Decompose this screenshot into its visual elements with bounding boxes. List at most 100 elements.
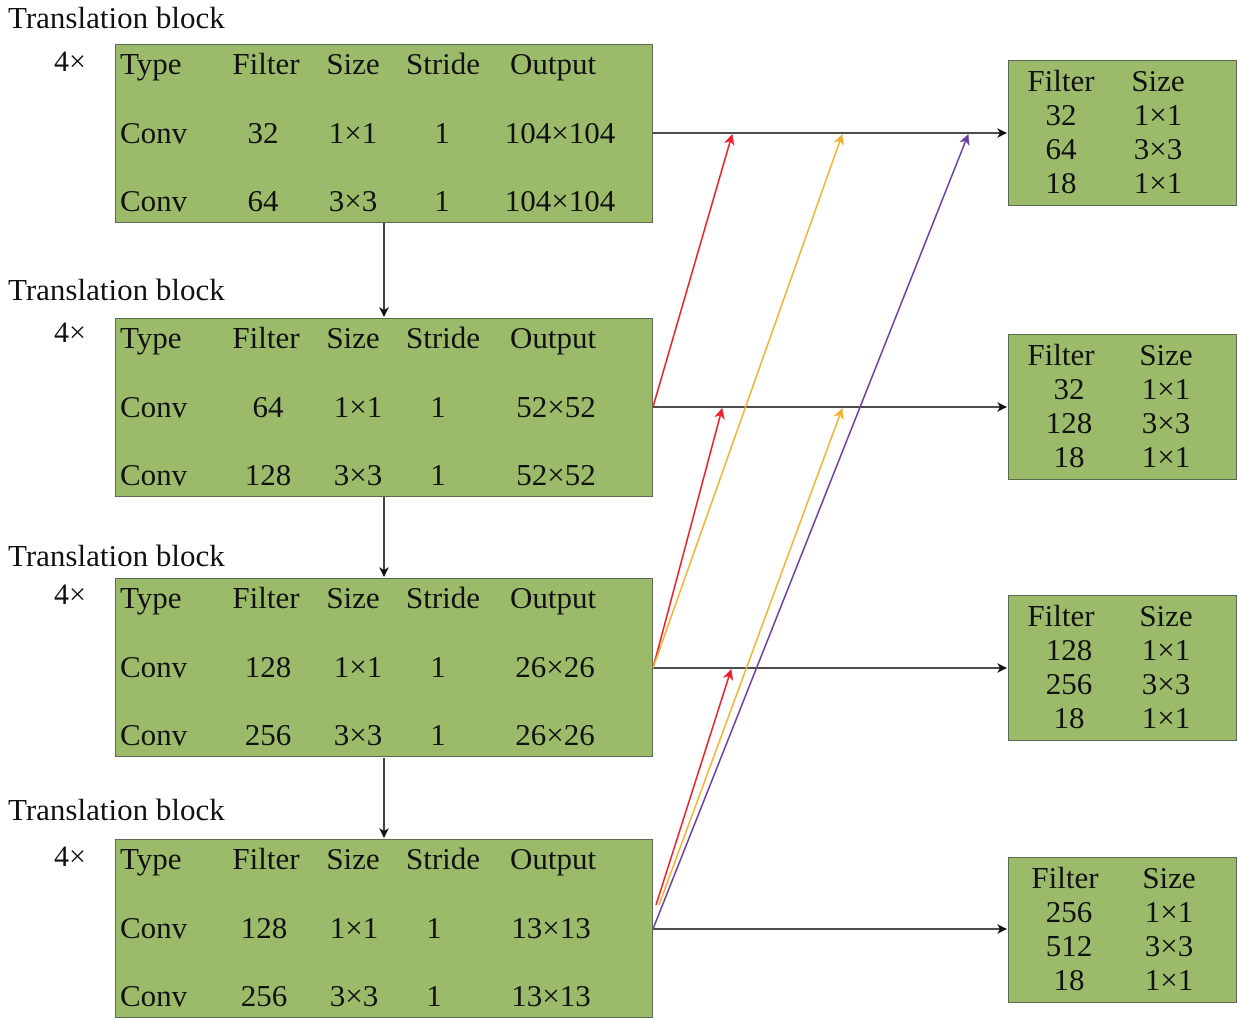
header-filter: Filter xyxy=(232,580,300,615)
row1-stride: 1 xyxy=(434,115,450,150)
row2-stride: 1 xyxy=(426,978,442,1013)
yellow-arrow-4-to-2 xyxy=(658,407,844,906)
purple-arrow-4-to-1 xyxy=(652,133,970,930)
block-4-repeat: 4× xyxy=(54,840,86,873)
row2-size: 3×3 xyxy=(333,717,383,752)
head-header-filter: Filter xyxy=(1027,598,1095,633)
head-row1-size: 1×1 xyxy=(1144,894,1194,929)
head-row2-size: 3×3 xyxy=(1144,928,1194,963)
header-output: Output xyxy=(509,46,597,81)
row2-size: 3×3 xyxy=(329,978,379,1013)
head-header-size: Size xyxy=(1139,337,1193,372)
row2-size: 3×3 xyxy=(328,183,378,218)
head-row2-filter: 128 xyxy=(1045,405,1093,440)
header-stride: Stride xyxy=(405,580,481,615)
block-3-repeat: 4× xyxy=(54,578,86,611)
header-filter: Filter xyxy=(232,46,300,81)
red-arrow-4-to-3 xyxy=(655,668,734,906)
row1-output: 104×104 xyxy=(504,115,616,150)
head-row2-filter: 64 xyxy=(1045,131,1077,166)
row1-filter: 64 xyxy=(252,389,284,424)
translation-block-1: Type Filter Size Stride Output Conv 32 1… xyxy=(115,44,653,223)
red-arrow-2-to-1 xyxy=(652,133,735,408)
row1-size: 1×1 xyxy=(333,649,383,684)
head-row3-size: 1×1 xyxy=(1141,439,1191,474)
red-arrow-3-to-2 xyxy=(652,407,725,669)
header-type: Type xyxy=(120,46,182,81)
block-1-repeat: 4× xyxy=(54,45,86,78)
translation-block-4: Type Filter Size Stride Output Conv 128 … xyxy=(115,839,653,1018)
row1-stride: 1 xyxy=(426,910,442,945)
header-stride: Stride xyxy=(405,320,481,355)
row1-type: Conv xyxy=(120,910,188,945)
head-header-filter: Filter xyxy=(1027,337,1095,372)
head-row2-size: 3×3 xyxy=(1141,405,1191,440)
row2-stride: 1 xyxy=(430,457,446,492)
row2-type: Conv xyxy=(120,978,188,1013)
row2-output: 104×104 xyxy=(504,183,616,218)
header-filter: Filter xyxy=(232,841,300,876)
row2-output: 26×26 xyxy=(515,717,595,752)
row2-stride: 1 xyxy=(434,183,450,218)
row2-filter: 128 xyxy=(244,457,292,492)
row2-output: 13×13 xyxy=(511,978,591,1013)
row2-type: Conv xyxy=(120,717,188,752)
detection-head-4: Filter Size 256 1×1 512 3×3 18 1×1 xyxy=(1008,857,1237,1003)
head-row1-filter: 32 xyxy=(1053,371,1085,406)
row1-output: 26×26 xyxy=(515,649,595,684)
detection-head-2: Filter Size 32 1×1 128 3×3 18 1×1 xyxy=(1008,334,1237,480)
header-output: Output xyxy=(509,580,597,615)
row2-output: 52×52 xyxy=(516,457,596,492)
row1-filter: 128 xyxy=(240,910,288,945)
head-row3-size: 1×1 xyxy=(1133,165,1183,200)
row1-filter: 32 xyxy=(247,115,279,150)
head-row3-size: 1×1 xyxy=(1144,962,1194,997)
head-row3-filter: 18 xyxy=(1053,700,1085,735)
head-header-filter: Filter xyxy=(1031,860,1099,895)
row1-filter: 128 xyxy=(244,649,292,684)
head-header-size: Size xyxy=(1139,598,1193,633)
block-4-title: Translation block xyxy=(8,792,225,827)
row2-size: 3×3 xyxy=(333,457,383,492)
header-size: Size xyxy=(326,46,380,81)
head-header-filter: Filter xyxy=(1027,63,1095,98)
head-row3-size: 1×1 xyxy=(1141,700,1191,735)
head-row2-size: 3×3 xyxy=(1133,131,1183,166)
head-row1-size: 1×1 xyxy=(1141,371,1191,406)
head-header-size: Size xyxy=(1131,63,1185,98)
row1-size: 1×1 xyxy=(333,389,383,424)
row1-size: 1×1 xyxy=(328,115,378,150)
block-3-title: Translation block xyxy=(8,538,225,573)
row1-size: 1×1 xyxy=(329,910,379,945)
head-row1-filter: 128 xyxy=(1045,632,1093,667)
row2-filter: 256 xyxy=(244,717,292,752)
header-size: Size xyxy=(326,841,380,876)
head-row1-filter: 32 xyxy=(1045,97,1077,132)
row2-type: Conv xyxy=(120,457,188,492)
translation-block-2: Type Filter Size Stride Output Conv 64 1… xyxy=(115,318,653,497)
head-row2-filter: 512 xyxy=(1045,928,1093,963)
head-row1-size: 1×1 xyxy=(1141,632,1191,667)
head-row1-filter: 256 xyxy=(1045,894,1093,929)
header-size: Size xyxy=(326,320,380,355)
head-row2-filter: 256 xyxy=(1045,666,1093,701)
detection-head-3: Filter Size 128 1×1 256 3×3 18 1×1 xyxy=(1008,595,1237,741)
head-row2-size: 3×3 xyxy=(1141,666,1191,701)
header-output: Output xyxy=(509,320,597,355)
header-size: Size xyxy=(326,580,380,615)
header-output: Output xyxy=(509,841,597,876)
row2-filter: 64 xyxy=(247,183,279,218)
block-1-title: Translation block xyxy=(8,0,225,35)
header-stride: Stride xyxy=(405,46,481,81)
row1-type: Conv xyxy=(120,649,188,684)
row2-stride: 1 xyxy=(430,717,446,752)
translation-block-3: Type Filter Size Stride Output Conv 128 … xyxy=(115,578,653,757)
yellow-arrow-3-to-1 xyxy=(652,133,844,669)
header-type: Type xyxy=(120,841,182,876)
row1-output: 52×52 xyxy=(516,389,596,424)
row1-type: Conv xyxy=(120,115,188,150)
head-row1-size: 1×1 xyxy=(1133,97,1183,132)
head-row3-filter: 18 xyxy=(1045,165,1077,200)
header-stride: Stride xyxy=(405,841,481,876)
row1-stride: 1 xyxy=(430,649,446,684)
